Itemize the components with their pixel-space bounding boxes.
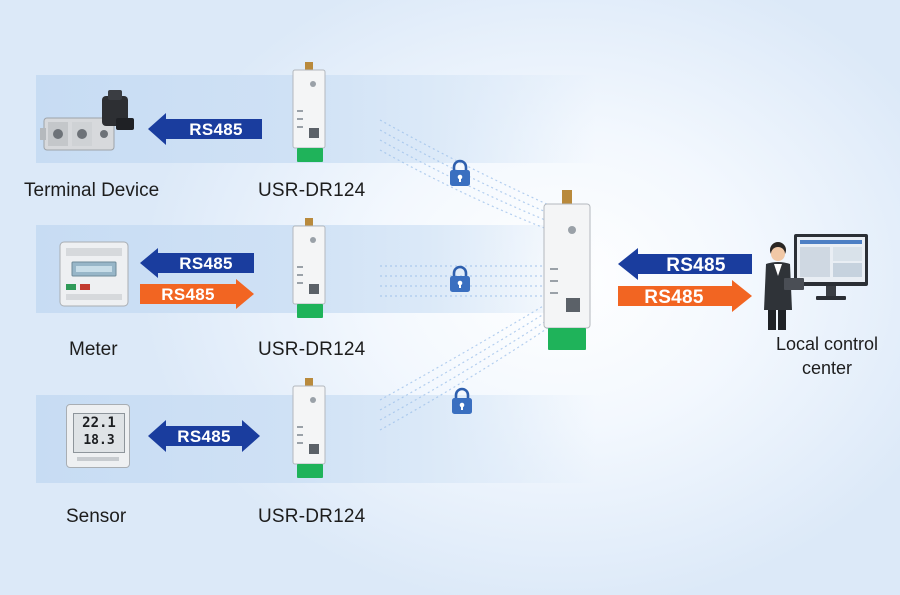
- sensor-display: 22.1 18.3: [73, 413, 125, 453]
- local-control-center-label: Local control center: [766, 332, 888, 380]
- usr-dr124-module: [292, 62, 326, 162]
- rs485-label: RS485: [177, 427, 231, 446]
- device-label-terminal: Terminal Device: [24, 180, 160, 201]
- sensor-display-line1: 22.1: [82, 415, 116, 431]
- rs485-label: RS485: [666, 255, 726, 276]
- rs485-arrow-left: [618, 248, 752, 280]
- electric-meter-icon: [59, 241, 129, 307]
- lock-icon: [450, 159, 470, 186]
- solenoid-valve-icon: [40, 90, 134, 151]
- rs485-arrow-bidirectional: [148, 420, 260, 452]
- usr-dr124-central-module: [543, 190, 591, 350]
- usr-dr124-module: [292, 378, 326, 478]
- rs485-arrow-left: [140, 248, 254, 278]
- local-control-center-line1: Local control: [775, 334, 879, 354]
- device-label-sensor: Sensor: [66, 506, 127, 527]
- model-label-row2: USR-DR124: [258, 339, 366, 360]
- device-label-meter: Meter: [69, 339, 118, 360]
- lock-icon: [450, 265, 470, 292]
- rs485-label: RS485: [179, 254, 233, 273]
- rs485-arrow-right: [140, 279, 254, 309]
- rs485-label: RS485: [644, 287, 704, 308]
- model-label-row3: USR-DR124: [258, 506, 366, 527]
- sensor-display-line2: 18.3: [83, 433, 115, 448]
- sensor-device: 22.1 18.3: [66, 404, 130, 468]
- usr-dr124-module: [292, 218, 326, 318]
- operator-at-computer-icon: [764, 234, 868, 330]
- sensor-vent: [77, 457, 119, 461]
- rs485-label: RS485: [189, 120, 243, 139]
- rs485-arrow-right: [618, 280, 752, 312]
- rs485-label: RS485: [161, 285, 215, 304]
- rs485-arrow-left: [148, 113, 262, 145]
- local-control-center-line2: center: [801, 358, 853, 378]
- model-label-row1: USR-DR124: [258, 180, 366, 201]
- lock-icon: [452, 387, 472, 414]
